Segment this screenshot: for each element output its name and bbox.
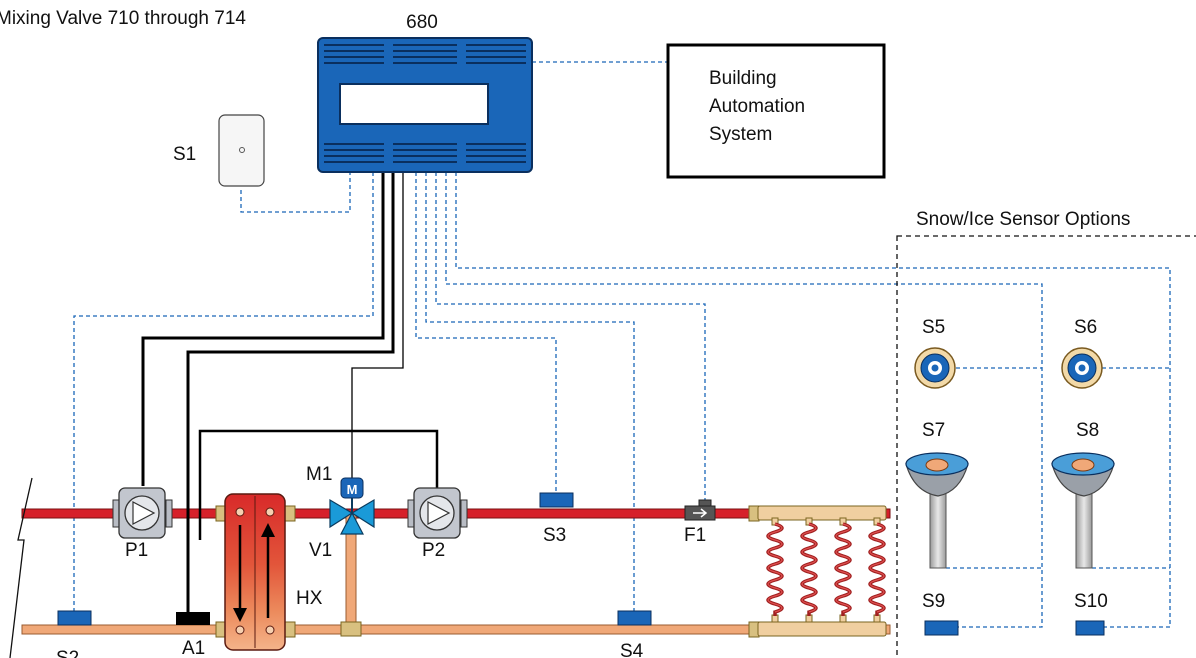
snowmelt-manifold (757, 505, 887, 637)
diagram-caption: Mixing Valve 710 through 714 (0, 8, 246, 29)
motor-letter: M (347, 482, 358, 497)
sensor-s7-icon (905, 452, 969, 569)
label-p2: P2 (422, 540, 445, 561)
sensor-s4-icon (617, 610, 652, 626)
label-s8: S8 (1076, 420, 1099, 441)
label-a1: A1 (182, 638, 205, 658)
pump-p2-icon (407, 487, 468, 539)
pipe-fittings (215, 505, 760, 638)
controller-display (339, 83, 489, 125)
bypass-tee (340, 621, 362, 637)
heat-exchanger-icon (224, 493, 286, 651)
controller-680 (317, 37, 533, 173)
label-p1: P1 (125, 540, 148, 561)
label-hx: HX (296, 588, 323, 609)
sensor-options-title: Snow/Ice Sensor Options (916, 209, 1130, 230)
sensor-s3-icon (539, 492, 574, 508)
bas-line-1: Building (709, 68, 777, 89)
flow-switch-f1-icon (684, 499, 716, 521)
sensor-s8-icon (1051, 452, 1115, 569)
sensor-s6-icon (1061, 347, 1103, 389)
aquastat-a1-icon (176, 612, 210, 625)
return-pipe (21, 624, 891, 635)
label-s9: S9 (922, 591, 945, 612)
signal-wiring (73, 61, 1171, 628)
mixing-valve-v1-icon (329, 498, 375, 535)
label-s3: S3 (543, 525, 566, 546)
label-s7: S7 (922, 420, 945, 441)
pipe-break-line (9, 477, 33, 658)
label-v1: V1 (309, 540, 332, 561)
label-s6: S6 (1074, 317, 1097, 338)
sensor-s10-icon (1075, 620, 1105, 636)
label-s2: S2 (56, 648, 79, 658)
label-s10: S10 (1074, 591, 1108, 612)
sensor-s9-icon (924, 620, 959, 636)
control-wiring (141, 172, 439, 612)
bas-line-3: System (709, 124, 772, 145)
outdoor-sensor-icon (218, 114, 265, 187)
controller-label: 680 (406, 12, 438, 33)
label-s5: S5 (922, 317, 945, 338)
sensor-s2-icon (57, 610, 92, 626)
label-s4: S4 (620, 641, 644, 658)
bas-line-2: Automation (709, 96, 805, 117)
label-f1: F1 (684, 525, 706, 546)
bas-box (666, 43, 886, 179)
pump-p1-icon (112, 487, 173, 539)
motor-m1-icon: M (340, 477, 364, 499)
snowmelt-tubing-coils (766, 522, 886, 616)
label-s1: S1 (173, 144, 196, 165)
sensor-options-box (896, 235, 1196, 658)
sensor-s5-icon (914, 347, 956, 389)
label-m1: M1 (306, 464, 332, 485)
